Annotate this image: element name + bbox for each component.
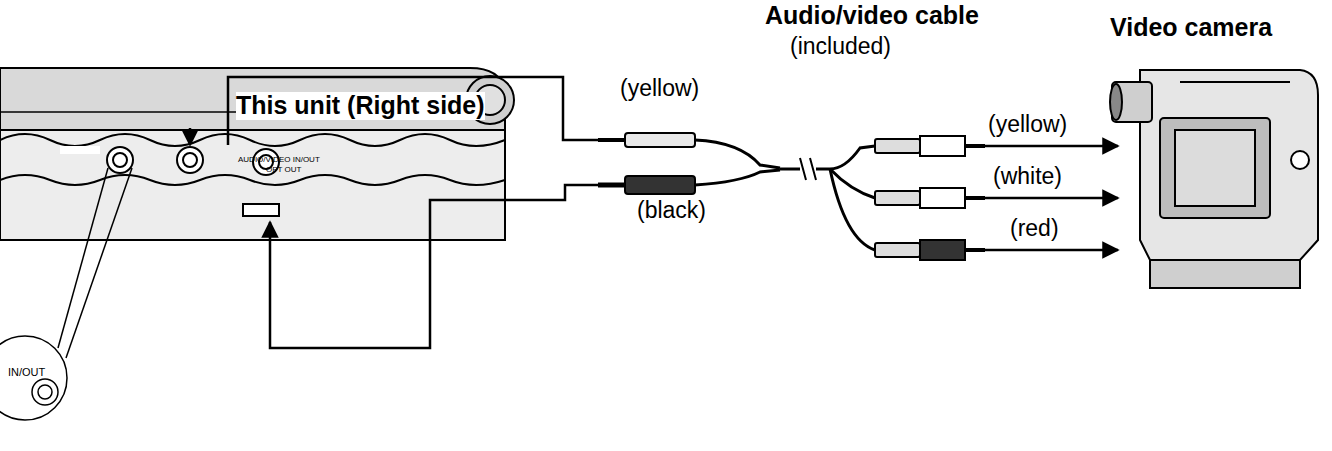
unit-body [0, 68, 514, 240]
callout-label: Audio/video cable [765, 2, 979, 30]
callout-label: This unit (Right side) [236, 92, 485, 120]
magnifier [0, 168, 132, 420]
callout-label: (black) [637, 198, 706, 223]
mini-plugs [598, 133, 780, 194]
callout-label: Video camera [1110, 14, 1272, 42]
callout-label: (red) [1010, 216, 1059, 241]
callout-label: (yellow) [988, 112, 1067, 137]
leader-lines [190, 77, 598, 348]
jack-label: AUDIO/VIDEO IN/OUT [238, 156, 320, 165]
jack-label: OPT OUT [266, 166, 301, 175]
cable [780, 146, 875, 250]
callout-label: (white) [993, 164, 1062, 189]
video-camera [1110, 70, 1318, 288]
rca-plugs [875, 136, 985, 260]
callout-label: (included) [790, 34, 891, 59]
callout-label: (yellow) [620, 76, 699, 101]
jack-label: IN/OUT [8, 366, 45, 378]
arrows [985, 146, 1118, 250]
